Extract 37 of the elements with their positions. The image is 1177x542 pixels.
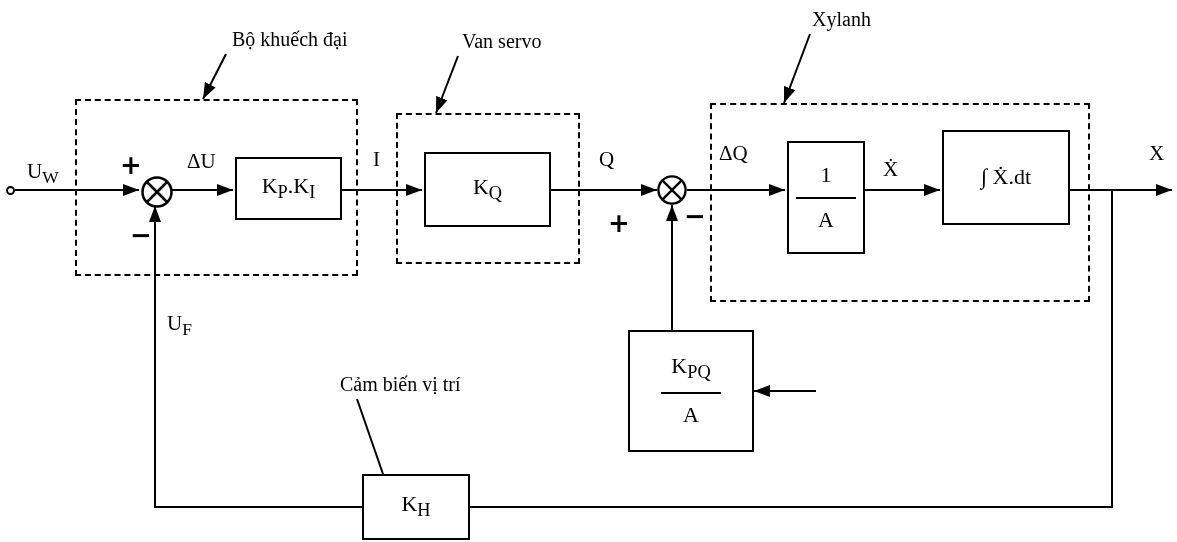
sign-label: − (130, 222, 152, 248)
block-text: 1 (820, 162, 832, 189)
leader-arrow (783, 33, 811, 104)
block-text: K$_{P}$.K$_{I}$ (261, 172, 316, 205)
group-frame (75, 99, 358, 276)
sign-label: + (608, 210, 630, 236)
signal-arrow (753, 385, 817, 397)
transfer-block (362, 474, 470, 540)
block-text: A (818, 206, 834, 233)
annotation-text: Cảm biến vị trí (340, 373, 490, 399)
fraction-block (787, 141, 865, 254)
block-text: K$_{Q}$ (472, 173, 503, 206)
block-text: K$_{H}$ (401, 491, 431, 523)
leader-arrow (202, 53, 227, 100)
input-terminal (6, 186, 15, 195)
block-text: A (683, 402, 699, 429)
sign-label: − (684, 203, 706, 229)
signal-line (469, 189, 1113, 508)
signal-arrow (666, 204, 678, 331)
annotation-text: Van servo (462, 30, 557, 56)
signal-arrow (686, 184, 786, 196)
block-text: K$_{PQ}$ (671, 353, 711, 385)
transfer-block (942, 130, 1070, 225)
summing-junction (657, 175, 687, 205)
fraction-block (628, 330, 754, 452)
group-frame (396, 113, 580, 264)
block-text: ∫ Ẋ.dt (981, 164, 1031, 191)
sign-label: + (120, 152, 142, 178)
transfer-block (424, 152, 551, 227)
signal-arrow (14, 184, 140, 196)
summing-junction (141, 176, 173, 208)
annotation-text: Xylanh (812, 8, 882, 34)
annotation-text: Bộ khuếch đại (232, 28, 372, 54)
leader-line (356, 398, 384, 475)
leader-arrow (435, 55, 459, 114)
transfer-block (235, 157, 342, 220)
group-frame (710, 103, 1090, 302)
